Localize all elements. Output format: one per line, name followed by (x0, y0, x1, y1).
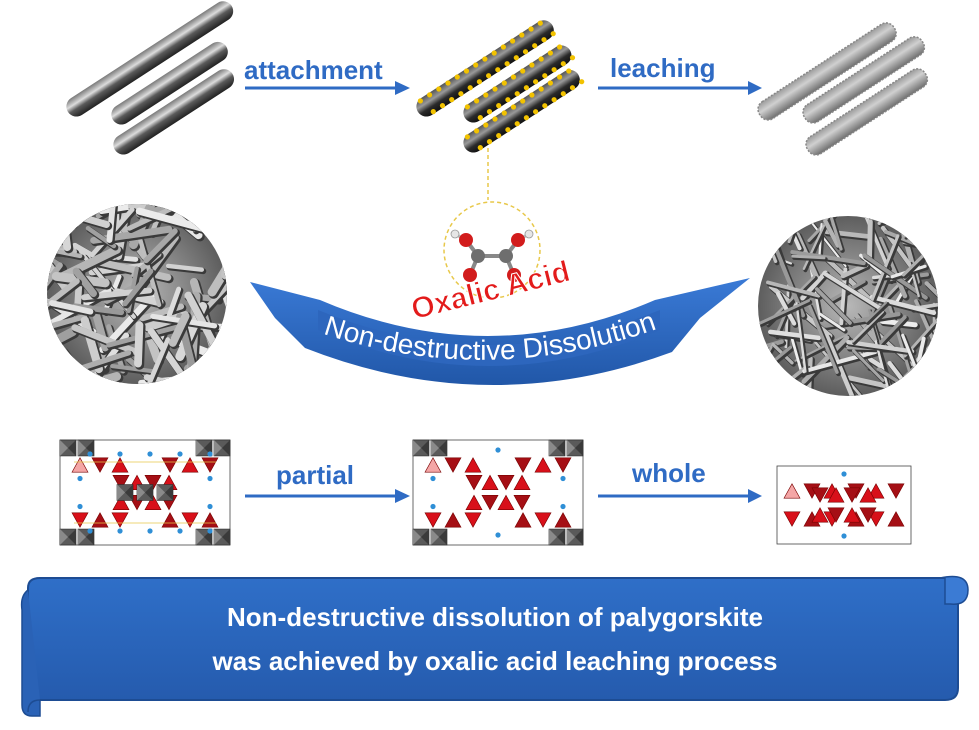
oxalic-particle (483, 122, 489, 128)
oxalic-particle (492, 86, 498, 92)
oxalic-particle (528, 26, 534, 32)
oxalic-particle (501, 110, 507, 116)
oxalic-particle (477, 145, 483, 151)
whole-arrow (598, 489, 762, 503)
oxalic-particle (495, 67, 501, 73)
whole-label: whole (632, 458, 706, 488)
oxalic-particle (523, 85, 530, 91)
oxalic-particle (482, 56, 488, 62)
oxalic-particle (496, 133, 502, 139)
oxalic-particle (542, 73, 548, 79)
oxalic-particle (566, 68, 572, 74)
oxalic-particle (550, 31, 556, 37)
oxalic-particle (445, 80, 451, 86)
oxalic-particle (491, 50, 497, 56)
structure-pristine (59, 439, 231, 546)
oxalic-particle (532, 43, 538, 49)
oxalic-particle (569, 55, 576, 61)
oxalic-particle (501, 80, 507, 86)
oxalic-particle (538, 56, 544, 62)
oxalic-particle (538, 86, 544, 92)
oxalic-particle (486, 109, 493, 115)
attachment-label: attachment (244, 55, 383, 85)
oxalic-particle (542, 103, 548, 109)
oxalic-particle (557, 44, 563, 50)
oxalic-particle (458, 91, 464, 97)
oxalic-particle (557, 74, 563, 80)
oxalic-particle (513, 55, 519, 61)
summary-banner (20, 575, 969, 717)
oxalic-particle (522, 49, 529, 55)
oxalic-particle (533, 79, 539, 85)
oxalic-particle (436, 86, 442, 92)
oxalic-particle (467, 85, 473, 91)
oxalic-particle (474, 128, 480, 134)
oxalic-particle (533, 109, 539, 115)
structure-whole (776, 465, 912, 545)
oxalic-particle (560, 91, 566, 97)
oxalic-particle (510, 74, 517, 80)
banner-line-2: was achieved by oxalic acid leaching pro… (212, 646, 778, 676)
oxalic-particle (486, 139, 493, 145)
oxalic-particle (476, 79, 482, 85)
oxalic-particle (514, 121, 520, 127)
oxalic-particle (496, 103, 502, 109)
oxalic-particle (520, 98, 526, 104)
oxalic-particle (519, 32, 525, 38)
oxalic-particle (464, 104, 470, 110)
banner-line-1: Non-destructive dissolution of palygorsk… (227, 602, 763, 632)
leaching-arrow (598, 81, 762, 95)
oxalic-particles (417, 20, 585, 151)
oxalic-particle (579, 79, 585, 85)
oxalic-particle (463, 68, 470, 74)
oxalic-particle (486, 73, 492, 79)
leaching-label: leaching (610, 53, 716, 83)
oxalic-particle (520, 68, 526, 74)
sem-image-before (47, 204, 227, 384)
oxalic-particle (477, 115, 483, 121)
oxalic-particle (541, 37, 547, 43)
partial-label: partial (276, 460, 355, 490)
oxalic-acid-label: Oxalic Acid (408, 255, 573, 326)
oxalic-particle (417, 98, 423, 104)
oxalic-particle (537, 20, 543, 26)
oxalic-particle (551, 67, 557, 73)
structure-partial (412, 439, 584, 546)
oxalic-particle (505, 127, 511, 133)
oxalic-particle (547, 80, 554, 86)
leached-rods (757, 22, 929, 156)
oxalic-particle (473, 62, 479, 68)
attachment-arrow (245, 81, 410, 95)
oxalic-acid-molecule (443, 201, 541, 299)
oxalic-particle (439, 103, 446, 109)
sem-image-after (758, 216, 938, 396)
oxalic-particle (430, 109, 436, 115)
oxalic-particle (483, 92, 489, 98)
oxalic-particle (529, 92, 535, 98)
oxalic-particle (569, 85, 576, 91)
oxalic-particle (504, 61, 510, 67)
oxalic-particle (505, 97, 511, 103)
oxalic-particle (510, 104, 517, 110)
oxalic-particle (514, 91, 520, 97)
oxalic-particle (509, 38, 516, 44)
oxalic-particle (560, 61, 566, 67)
rods-with-oxalic-particles (416, 20, 585, 153)
oxalic-particle (474, 98, 480, 104)
oxalic-particle (500, 44, 506, 50)
partial-arrow (245, 489, 410, 503)
oxalic-particle (492, 116, 498, 122)
oxalic-particle (449, 97, 455, 103)
pristine-rods (66, 1, 235, 155)
oxalic-particle (529, 62, 535, 68)
oxalic-particle (454, 74, 460, 80)
oxalic-particle (551, 97, 557, 103)
oxalic-particle (523, 115, 530, 121)
oxalic-particle (464, 134, 470, 140)
oxalic-particle (427, 92, 433, 98)
oxalic-particle (547, 50, 554, 56)
